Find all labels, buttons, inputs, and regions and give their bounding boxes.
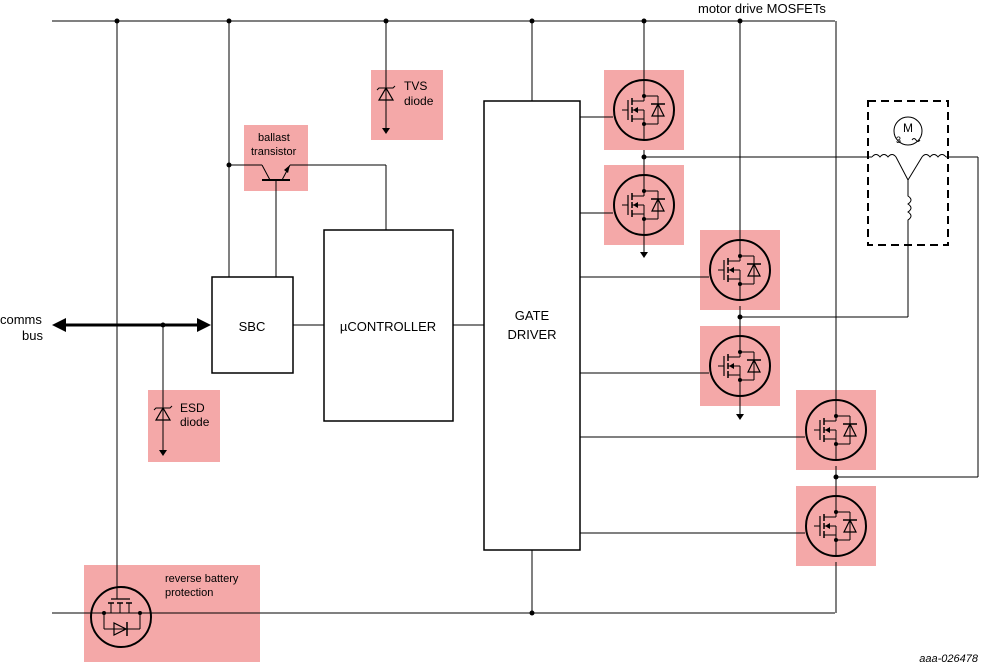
ballast-label-line2: transistor	[251, 146, 297, 158]
tvs-diode-icon	[376, 84, 396, 102]
motor-drive-mosfets-label: motor drive MOSFETs	[698, 1, 826, 16]
ballast-label-line1: ballast	[258, 132, 290, 144]
ac-wave-icon	[911, 138, 921, 142]
microcontroller-block	[323, 229, 454, 422]
sbc-label: SBC	[239, 319, 266, 334]
comms-bus-label-line1: comms	[0, 312, 42, 327]
ballast-transistor-icon	[261, 164, 291, 181]
winding-b-icon	[907, 154, 947, 181]
motor-phase-label: 3	[896, 135, 901, 145]
tvs-label-line1: TVS	[404, 79, 427, 93]
wiring	[52, 20, 979, 614]
reverse-battery-mosfet-icon	[90, 586, 152, 648]
motor-symbol-icon	[893, 116, 923, 146]
microcontroller-label: µCONTROLLER	[340, 319, 436, 334]
winding-c-icon	[907, 180, 912, 242]
esd-label-line1: ESD	[180, 401, 205, 415]
winding-a-icon	[871, 154, 909, 181]
figure-id-label: aaa-026478	[919, 653, 979, 665]
comms-bus-label-line2: bus	[22, 328, 43, 343]
tvs-label-line2: diode	[404, 94, 434, 108]
esd-diode-icon	[153, 402, 173, 430]
sbc-block	[211, 276, 294, 374]
motor	[867, 100, 949, 246]
reverse-battery-label-line1: reverse battery	[165, 573, 239, 585]
motor-symbol-label: M	[903, 121, 913, 135]
reverse-battery-label-line2: protection	[165, 587, 213, 599]
gate-driver-block	[483, 100, 581, 551]
comms-bus-arrow	[52, 318, 211, 332]
motor-dashed-box	[867, 100, 949, 246]
gate-driver-label-line2: DRIVER	[507, 327, 556, 342]
esd-label-line2: diode	[180, 415, 210, 429]
gate-driver-label-line1: GATE	[515, 308, 550, 323]
